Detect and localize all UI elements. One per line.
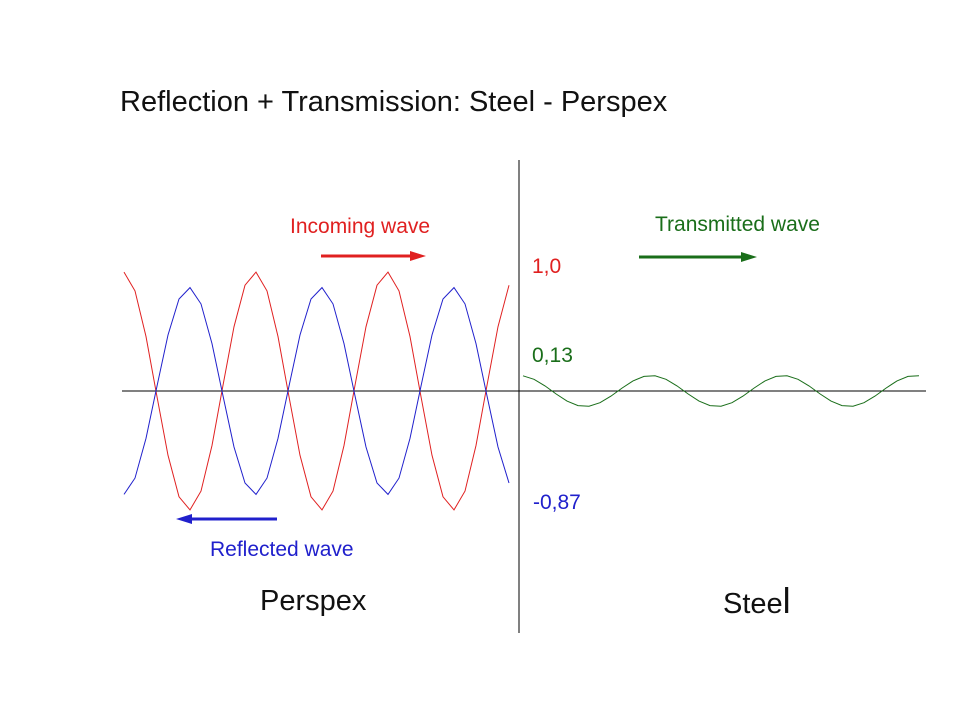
material-right-main: Stee — [723, 588, 783, 620]
transmitted-amplitude-value: 0,13 — [532, 344, 573, 367]
incoming-arrow — [321, 251, 426, 261]
transmitted-arrow — [639, 252, 757, 262]
incoming-wave-curve — [123, 271, 510, 511]
material-right-last: l — [782, 580, 791, 621]
incoming-wave-label: Incoming wave — [290, 215, 431, 238]
material-left-label: Perspex — [260, 585, 367, 617]
page-title: Reflection + Transmission: Steel - Persp… — [120, 86, 668, 118]
reflected-wave-curve — [123, 286, 510, 496]
transmitted-wave-label: Transmitted wave — [655, 213, 820, 236]
reflected-wave-label: Reflected wave — [210, 538, 354, 561]
reflected-amplitude-value: -0,87 — [533, 491, 581, 514]
material-right-label: Steel — [723, 580, 791, 622]
reflected-arrow — [176, 514, 277, 524]
transmitted-wave-curve — [522, 375, 920, 407]
incoming-amplitude-value: 1,0 — [532, 255, 562, 278]
